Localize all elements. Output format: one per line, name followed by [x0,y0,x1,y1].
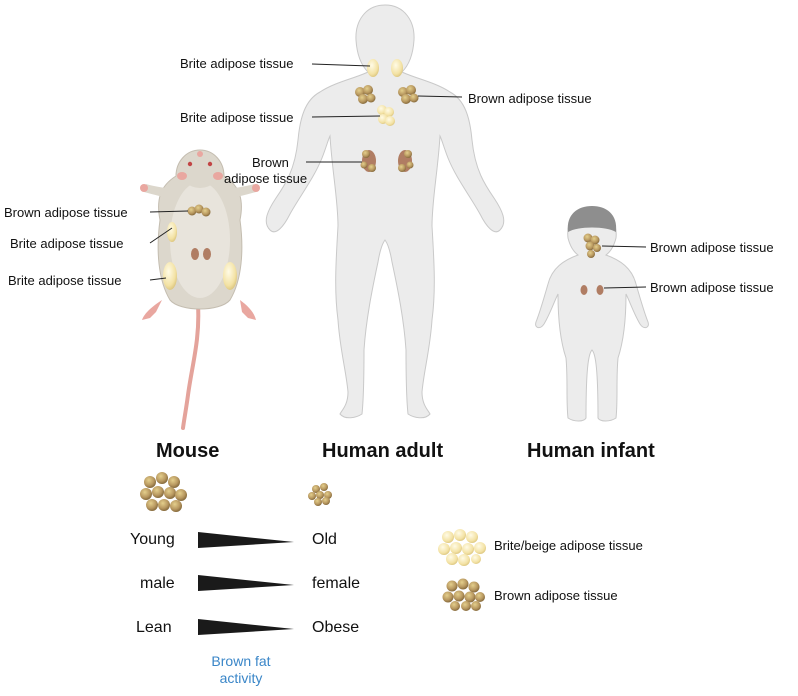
mouse-brite-fat-upper [167,222,177,242]
adult-body-silhouette [265,4,505,419]
label-infant-brown-lower: Brown adipose tissue [650,280,774,295]
wedge-male-female [198,575,294,591]
mouse-fore-paw-left [140,184,148,192]
label-adult-brown-kidney-line2: adipose tissue [224,171,308,186]
label-adult-brite-spine: Brite adipose tissue [180,110,294,125]
adult-kidney-brown-fat-right [398,150,414,172]
infant-hair [567,206,617,232]
activity-caption-line1: Brown fat [211,653,271,669]
mouse-brite-fat-lower-right [223,262,237,290]
mouse-brite-fat-lower-left [163,262,177,290]
leader-adult-brite-neck [311,63,371,67]
activity-caption-line2: activity [219,670,263,686]
wedge-young-old [198,532,294,548]
adult-neck-brite-fat-left [367,59,379,77]
leader-mouse-brite-upper [149,227,173,244]
infant-kidney-brown-fat-left [580,285,588,295]
title-human-infant: Human infant [527,440,655,462]
mouse-fore-paw-right [252,184,260,192]
adult-shoulder-brown-fat-left [355,85,376,104]
leader-infant-brown-lower [603,286,647,289]
mouse-tail [181,303,201,430]
human-adult-figure [265,4,505,419]
label-adult-brown-shoulder: Brown adipose tissue [468,91,592,106]
brite-fat-cluster-icon [438,529,486,566]
mouse-hind-foot-right [240,300,256,320]
label-adult-brown-kidney-line1: Brown [252,155,289,170]
label-mouse-brite-upper: Brite adipose tissue [10,236,124,251]
mouse-kidney-right [203,248,211,260]
adult-kidney-brown-fat-left [360,150,376,172]
label-infant-brown-upper: Brown adipose tissue [650,240,774,255]
infant-upper-brown-fat [583,233,601,258]
adult-brown-fat-cluster-icon [308,483,332,506]
comparison-right-female: female [312,575,361,592]
mouse-eye-left [187,161,193,167]
brown-fat-activity-caption: Brown fat activity [196,653,286,687]
comparison-right-old: Old [312,531,337,548]
mouse-ear-right [213,172,223,180]
mouse-belly [170,182,230,298]
mouse-interscapular-brown-fat [187,204,211,217]
label-mouse-brown: Brown adipose tissue [4,205,128,220]
mouse-figure [140,149,260,430]
mouse-brown-fat-cluster-icon [140,472,187,512]
leader-adult-brown-shoulder [417,95,463,98]
title-human-adult: Human adult [322,440,444,462]
mouse-ear-left [177,172,187,180]
leader-mouse-brite-lower [149,277,167,281]
adult-shoulder-brown-fat-right [398,85,419,104]
mouse-head [180,152,220,188]
comparison-left-lean: Lean [136,619,172,636]
wedge-lean-obese [198,619,294,635]
infant-kidney-brown-fat-right [596,285,604,295]
human-infant-figure [535,206,649,422]
mouse-nose [197,151,203,157]
mouse-fore-limb-right [222,184,256,200]
leader-mouse-brown [149,210,189,213]
mouse-kidney-left [191,248,199,260]
legend-label-brown: Brown adipose tissue [494,588,618,603]
mouse-eye-right [207,161,213,167]
label-mouse-brite-lower: Brite adipose tissue [8,273,122,288]
mouse-hind-foot-left [142,300,162,320]
leader-infant-brown-upper [601,245,647,248]
adult-spine-brite-fat [377,105,395,126]
comparison-left-young: Young [130,531,175,548]
mouse-fore-limb-left [144,184,178,200]
leader-adult-brite-spine [311,115,381,118]
title-mouse: Mouse [156,440,220,462]
legend-label-brite: Brite/beige adipose tissue [494,538,643,553]
infant-body-silhouette [535,207,649,422]
adult-neck-brite-fat-right [391,59,403,77]
brown-fat-cluster-icon [442,578,485,611]
comparison-right-obese: Obese [312,619,360,636]
comparison-left-male: male [140,575,175,592]
label-adult-brite-neck: Brite adipose tissue [180,56,294,71]
